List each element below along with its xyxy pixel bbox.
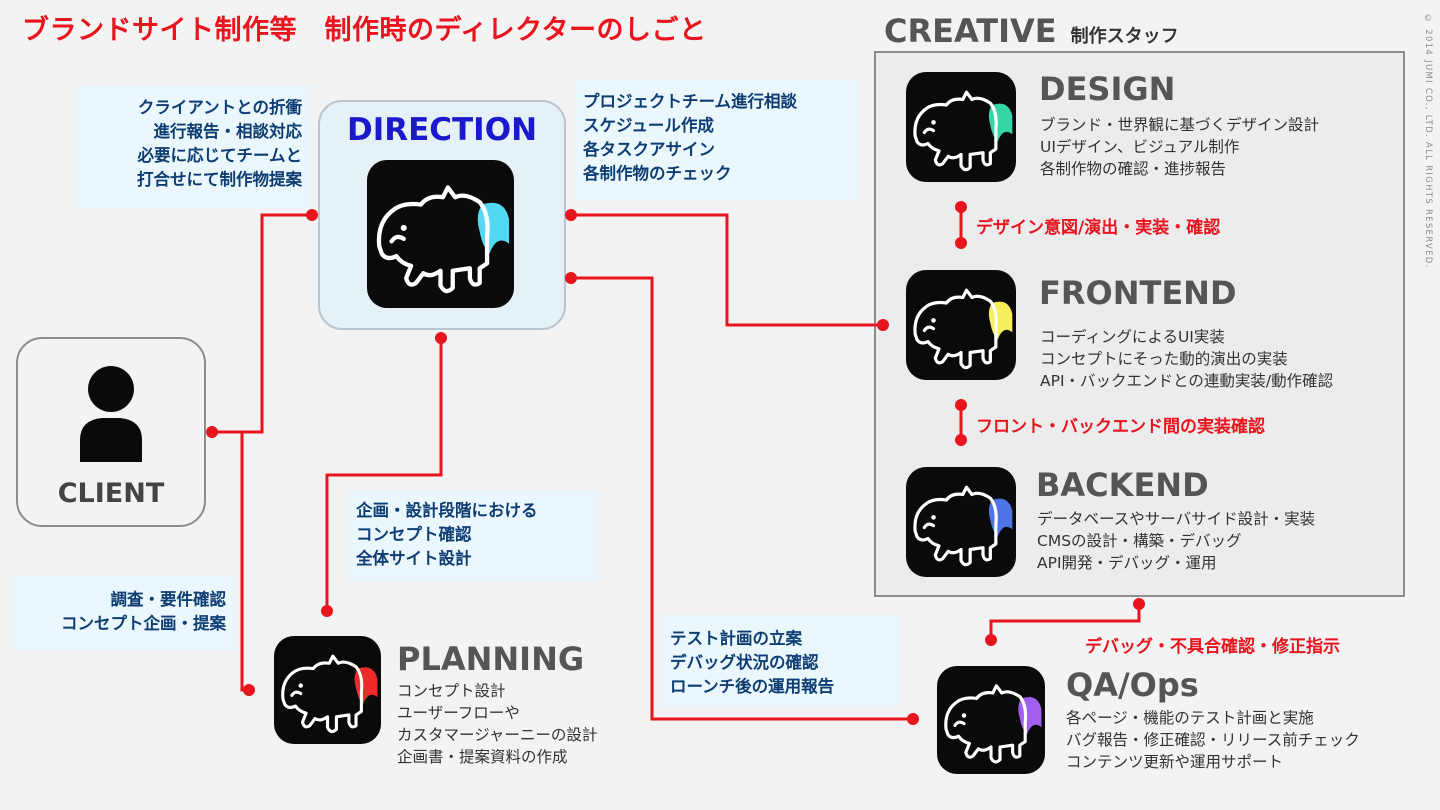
description-line: ユーザーフローや (397, 704, 520, 722)
person-icon (80, 366, 142, 462)
note-line: 各タスクアサイン (583, 140, 715, 159)
note-line: スケジュール作成 (583, 116, 714, 135)
backend-description: データベースやサーバサイド設計・実装 CMSの設計・構築・デバッグ API開発・… (1037, 508, 1315, 574)
design-mascot-icon (906, 72, 1016, 182)
direction-client-note: クライアントとの折衝 進行報告・相談対応 必要に応じてチームと 打合せにて制作物… (78, 86, 310, 208)
direction-creative-note: プロジェクトチーム進行相談 スケジュール作成 各タスクアサイン 各制作物のチェッ… (575, 80, 858, 200)
backend-mascot-icon (906, 467, 1016, 577)
description-line: データベースやサーバサイド設計・実装 (1037, 510, 1316, 528)
description-line: ブランド・世界観に基づくデザイン設計 (1040, 116, 1320, 134)
direction-title: DIRECTION (346, 112, 538, 148)
qa-title: QA/Ops (1066, 666, 1199, 704)
planning-description: コンセプト設計 ユーザーフローや カスタマージャーニーの設計 企画書・提案資料の… (397, 680, 597, 768)
design-description: ブランド・世界観に基づくデザイン設計 UIデザイン、ビジュアル制作 各制作物の確… (1040, 114, 1319, 180)
note-line: 打合せにて制作物提案 (137, 170, 302, 189)
creative-title: CREATIVE (884, 12, 1057, 50)
client-label: CLIENT (57, 478, 165, 509)
note-line: コンセプト企画・提案 (61, 614, 226, 633)
design-frontend-link-label: デザイン意図/演出・実装・確認 (976, 218, 1221, 238)
description-line: UIデザイン、ビジュアル制作 (1040, 138, 1240, 156)
description-line: API・バックエンドとの連動実装/動作確認 (1040, 372, 1334, 390)
frontend-title: FRONTEND (1039, 274, 1237, 312)
description-line: カスタマージャーニーの設計 (397, 726, 598, 744)
note-line: 全体サイト設計 (356, 549, 472, 568)
direction-mascot-icon (367, 160, 514, 308)
direction-planning-note: 企画・設計段階における コンセプト確認 全体サイト設計 (348, 490, 598, 582)
note-line: 企画・設計段階における (356, 501, 538, 520)
description-line: 各制作物の確認・進捗報告 (1040, 160, 1227, 178)
creative-subtitle: 制作スタッフ (1070, 26, 1179, 47)
qa-description: 各ページ・機能のテスト計画と実施 バグ報告・修正確認・リリース前チェック コンテ… (1066, 707, 1360, 773)
description-line: API開発・デバッグ・運用 (1037, 554, 1217, 572)
note-line: プロジェクトチーム進行相談 (583, 92, 798, 111)
note-line: 必要に応じてチームと (137, 146, 302, 165)
qa-mascot-icon (937, 666, 1045, 774)
direction-qa-note: テスト計画の立案 デバッグ状況の確認 ローンチ後の運用報告 (662, 615, 898, 707)
note-line: テスト計画の立案 (670, 629, 802, 648)
note-line: デバッグ状況の確認 (670, 653, 819, 672)
creative-heading: CREATIVE 制作スタッフ (884, 12, 1179, 50)
note-line: 進行報告・相談対応 (153, 122, 303, 141)
client-planning-note: 調査・要件確認 コンセプト企画・提案 (12, 576, 234, 650)
note-line: 各制作物のチェック (583, 164, 732, 183)
page-title: ブランドサイト制作等 制作時のディレクターのしごと (22, 15, 707, 46)
note-line: 調査・要件確認 (110, 590, 227, 609)
description-line: バグ報告・修正確認・リリース前チェック (1066, 731, 1360, 749)
creative-qa-link-label: デバッグ・不具合確認・修正指示 (1085, 637, 1340, 657)
frontend-backend-link-label: フロント・バックエンド間の実装確認 (976, 417, 1265, 437)
description-line: CMSの設計・構築・デバッグ (1037, 532, 1242, 550)
note-line: コンセプト確認 (356, 525, 472, 544)
description-line: コンテンツ更新や運用サポート (1066, 753, 1284, 771)
description-line: 企画書・提案資料の作成 (397, 748, 568, 766)
description-line: コーディングによるUI実装 (1040, 328, 1225, 346)
description-line: 各ページ・機能のテスト計画と実施 (1066, 709, 1314, 727)
note-line: ローンチ後の運用報告 (670, 677, 835, 696)
description-line: コンセプトにそった動的演出の実装 (1040, 350, 1288, 368)
copyright-text: © 2014 JUMI CO., LTD. ALL RIGHTS RESERVE… (1423, 14, 1433, 269)
backend-title: BACKEND (1036, 466, 1209, 504)
planning-title: PLANNING (397, 640, 585, 678)
description-line: コンセプト設計 (397, 682, 506, 700)
frontend-mascot-icon (906, 270, 1016, 380)
note-line: クライアントとの折衝 (137, 98, 302, 117)
planning-mascot-icon (274, 636, 381, 744)
design-title: DESIGN (1039, 70, 1176, 108)
frontend-description: コーディングによるUI実装 コンセプトにそった動的演出の実装 API・バックエン… (1040, 326, 1333, 392)
